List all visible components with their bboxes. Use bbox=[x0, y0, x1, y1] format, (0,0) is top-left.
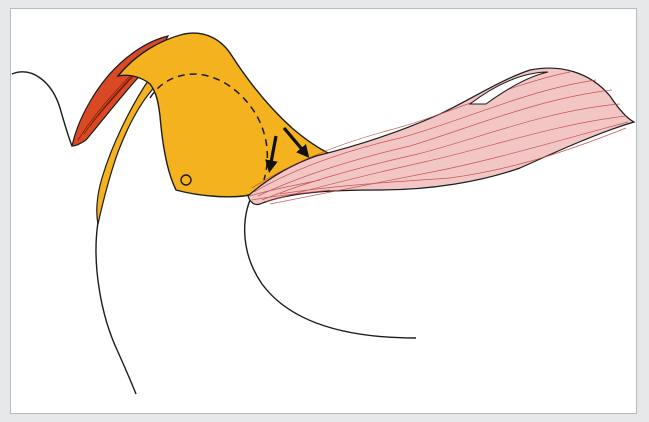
pink-muscle bbox=[248, 68, 634, 204]
vertical-contour-line bbox=[96, 222, 136, 394]
outer-contour-line bbox=[12, 72, 72, 146]
lower-contour-line bbox=[245, 188, 416, 338]
